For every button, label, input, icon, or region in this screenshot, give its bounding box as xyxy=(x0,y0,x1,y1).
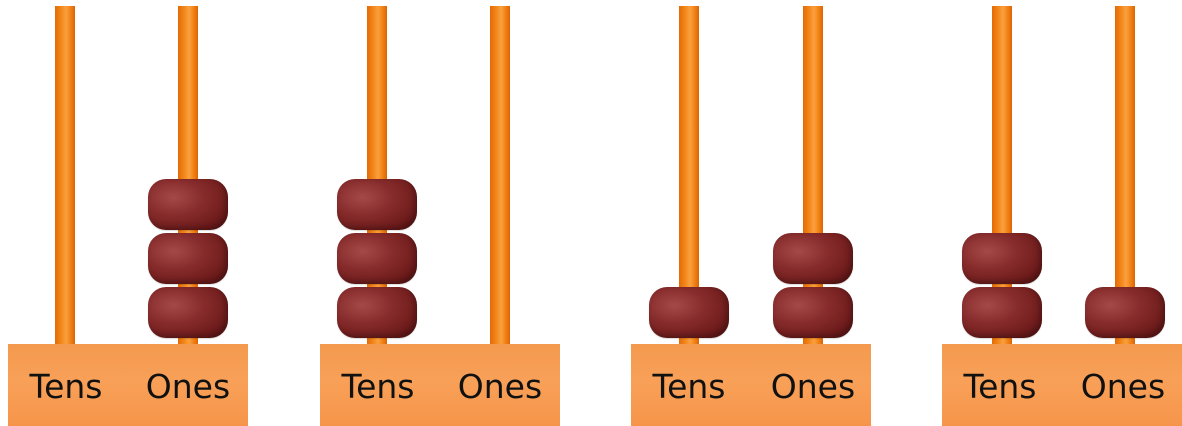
bead xyxy=(773,287,853,338)
bead xyxy=(337,233,417,284)
bead xyxy=(1085,287,1165,338)
abacus-3: Tens Ones xyxy=(631,0,871,426)
bead xyxy=(962,233,1042,284)
tens-label: Tens xyxy=(652,367,726,406)
ones-label: Ones xyxy=(145,367,231,406)
abacus-base xyxy=(942,344,1182,426)
ones-label: Ones xyxy=(457,367,543,406)
tens-rod xyxy=(679,6,699,346)
tens-label: Tens xyxy=(29,367,103,406)
ones-label: Ones xyxy=(770,367,856,406)
bead xyxy=(148,287,228,338)
abacus-base xyxy=(631,344,871,426)
bead xyxy=(337,179,417,230)
abacus-base xyxy=(8,344,248,426)
abacus-2: Tens Ones xyxy=(320,0,560,426)
bead xyxy=(148,179,228,230)
abacus-4: Tens Ones xyxy=(942,0,1182,426)
ones-label: Ones xyxy=(1080,367,1166,406)
ones-rod xyxy=(490,6,510,346)
tens-rod xyxy=(55,6,75,346)
bead xyxy=(649,287,729,338)
bead xyxy=(773,233,853,284)
bead xyxy=(148,233,228,284)
abacus-base xyxy=(320,344,560,426)
abacus-1: Tens Ones xyxy=(8,0,248,426)
tens-label: Tens xyxy=(341,367,415,406)
ones-rod xyxy=(1115,6,1135,346)
tens-label: Tens xyxy=(963,367,1037,406)
bead xyxy=(962,287,1042,338)
bead xyxy=(337,287,417,338)
